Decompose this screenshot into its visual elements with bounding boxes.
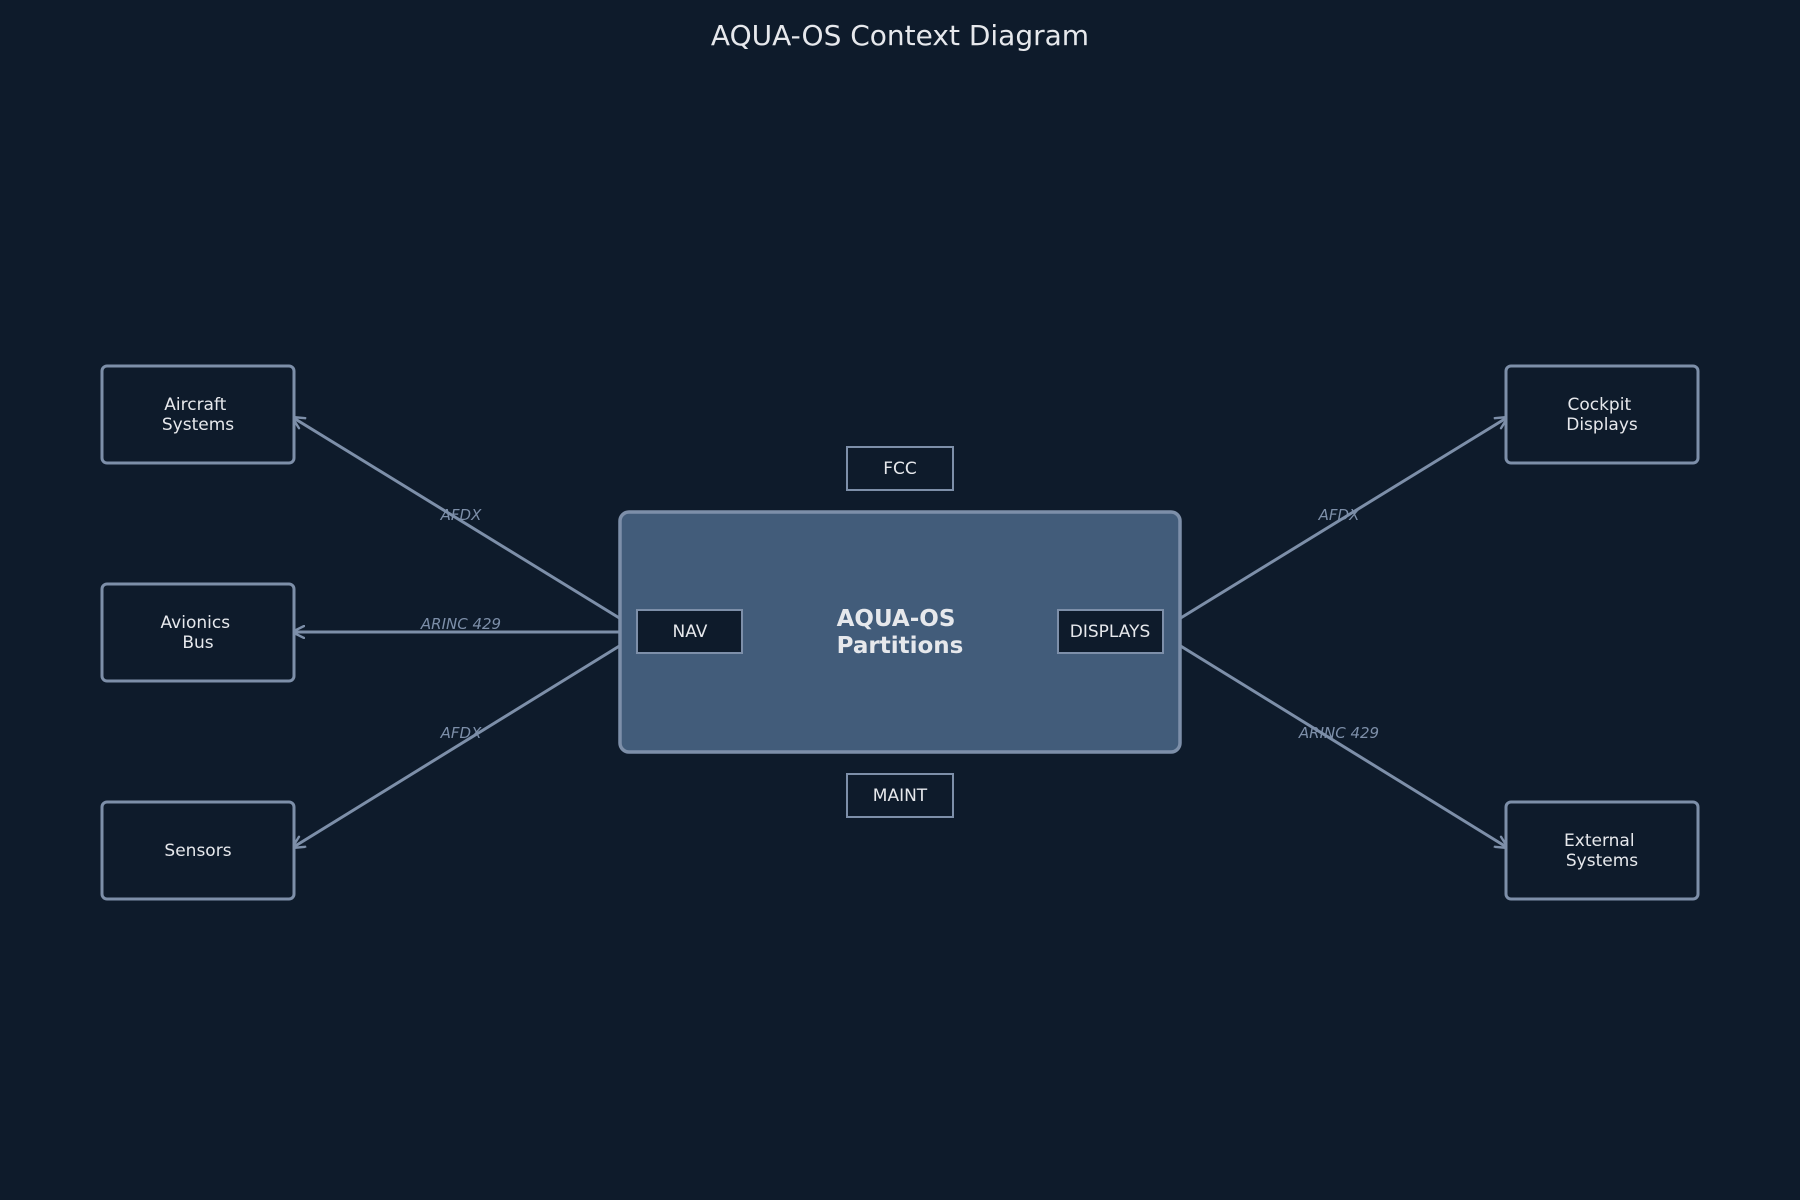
partition-fcc-label: FCC bbox=[883, 459, 917, 479]
node-aircraft-systems: Aircraft Systems bbox=[100, 364, 296, 465]
node-avionics-bus-line2: Bus bbox=[182, 633, 213, 653]
node-sensors: Sensors bbox=[100, 800, 296, 901]
core-label-line1: AQUA-OS bbox=[837, 606, 956, 632]
svg-text:External Systems: External Systems bbox=[1564, 831, 1640, 871]
node-avionics-bus: Avionics Bus bbox=[100, 582, 296, 683]
node-cockpit-displays: Cockpit Displays bbox=[1504, 364, 1700, 465]
node-aircraft-systems-line1: Aircraft bbox=[164, 395, 226, 415]
partition-displays-label: DISPLAYS bbox=[1070, 622, 1151, 642]
edge-label-cockpit-displays: AFDX bbox=[1318, 506, 1360, 524]
node-external-systems: External Systems bbox=[1504, 800, 1700, 901]
node-avionics-bus-line1: Avionics bbox=[161, 613, 231, 633]
partition-maint-label: MAINT bbox=[873, 786, 928, 806]
edge-label-external-systems: ARINC 429 bbox=[1298, 724, 1379, 742]
partition-fcc: FCC bbox=[846, 446, 954, 491]
core-label-line2: Partitions bbox=[837, 633, 964, 659]
svg-text:Sensors: Sensors bbox=[164, 841, 231, 861]
node-external-systems-line2: Systems bbox=[1566, 851, 1638, 871]
svg-text:AQUA-OS Partitions: AQUA-OS Partitions bbox=[837, 606, 964, 659]
node-sensors-line1: Sensors bbox=[164, 841, 231, 861]
node-aircraft-systems-line2: Systems bbox=[162, 415, 234, 435]
partition-nav: NAV bbox=[636, 609, 743, 654]
partition-displays: DISPLAYS bbox=[1057, 609, 1164, 654]
edge-label-avionics-bus: ARINC 429 bbox=[420, 615, 501, 633]
node-external-systems-line1: External bbox=[1564, 831, 1635, 851]
core-system: AQUA-OS Partitions bbox=[618, 510, 1182, 754]
edge-sensors bbox=[292, 635, 634, 850]
svg-text:Cockpit Displays: Cockpit Displays bbox=[1566, 395, 1638, 435]
diagram-title: AQUA-OS Context Diagram bbox=[711, 19, 1089, 52]
connection-labels: AFDX ARINC 429 AFDX AFDX ARINC 429 bbox=[420, 506, 1379, 742]
partition-nav-label: NAV bbox=[673, 622, 708, 642]
svg-text:Avionics Bus: Avionics Bus bbox=[161, 613, 236, 653]
svg-text:Aircraft Systems: Aircraft Systems bbox=[162, 395, 234, 435]
edge-external-systems bbox=[1166, 635, 1508, 850]
edge-aircraft-systems bbox=[292, 415, 634, 629]
edge-label-aircraft-systems: AFDX bbox=[440, 506, 482, 524]
edge-cockpit-displays bbox=[1166, 415, 1508, 629]
node-cockpit-displays-line1: Cockpit bbox=[1567, 395, 1631, 415]
partition-maint: MAINT bbox=[846, 773, 954, 818]
edge-label-sensors: AFDX bbox=[440, 724, 482, 742]
connections bbox=[292, 415, 1508, 850]
node-cockpit-displays-line2: Displays bbox=[1566, 415, 1638, 435]
